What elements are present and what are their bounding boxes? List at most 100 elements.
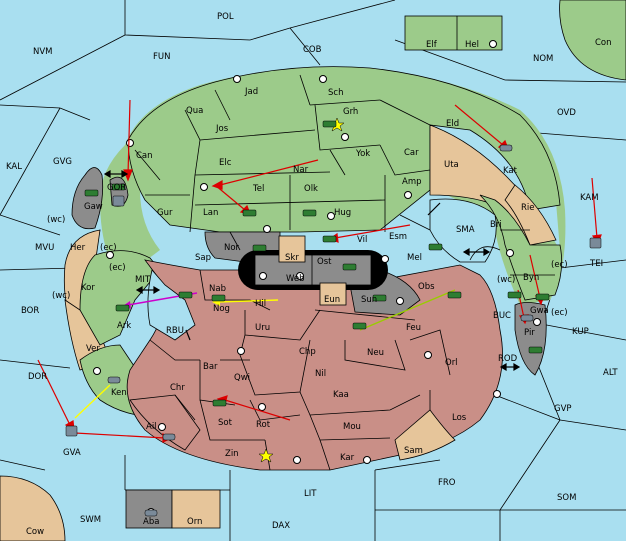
province-ark xyxy=(79,250,161,346)
sea-label: LIT xyxy=(304,489,317,499)
province-label: Car xyxy=(404,148,419,158)
coast-tag: (wc) xyxy=(52,291,70,301)
sea-label: BOR xyxy=(21,306,39,316)
province-label: Ken xyxy=(111,388,127,398)
coast-tag: (ec) xyxy=(109,263,126,273)
province-cow xyxy=(0,475,66,541)
province-eun xyxy=(319,282,347,306)
province-label: Uru xyxy=(255,323,270,333)
province-label: Jad xyxy=(244,87,258,97)
province-label: Sot xyxy=(218,418,233,428)
province-label: Vil xyxy=(357,235,367,245)
coast-tag: (ec) xyxy=(551,260,568,270)
province-label: Gaw xyxy=(84,202,103,212)
province-label: Bar xyxy=(203,362,218,372)
province-label: Skr xyxy=(285,253,299,263)
sea-label: DOR xyxy=(28,372,47,382)
sea-label: NOM xyxy=(533,54,553,64)
province-label: Kat xyxy=(503,166,518,176)
province-label: Sch xyxy=(328,88,343,98)
province-label: Ail xyxy=(146,422,157,432)
province-label: Con xyxy=(595,38,612,48)
sea-label: MVU xyxy=(35,243,54,253)
sea-label: FRO xyxy=(438,478,456,488)
province-label: Qua xyxy=(186,106,203,116)
province-label: Her xyxy=(70,243,86,253)
province-label: Qwi xyxy=(234,373,250,383)
province-label: Uta xyxy=(444,160,459,170)
island-elf-hel xyxy=(404,15,503,51)
province-label: Byn xyxy=(523,273,539,283)
province-con xyxy=(559,0,626,81)
province-label: Orn xyxy=(187,517,202,527)
sea-labels: POL NVM FUN COB NOM OVD KAL GVG MVU BOR … xyxy=(6,12,618,531)
province-label: Nab xyxy=(209,284,226,294)
province-label: Bri xyxy=(490,220,502,230)
province-orn xyxy=(171,489,221,529)
province-label: Eld xyxy=(446,119,459,129)
province-label: Neu xyxy=(367,348,384,358)
province-label: GOR xyxy=(107,183,126,193)
province-label: Rie xyxy=(521,203,535,213)
province-label: (wc) xyxy=(47,215,65,225)
province-label: Kor xyxy=(81,283,95,293)
province-label: Los xyxy=(452,413,467,423)
sea-label: GVG xyxy=(53,157,72,167)
province-label: (ec) xyxy=(100,243,117,253)
province-label: Lan xyxy=(203,208,218,218)
province-label: Nar xyxy=(293,165,309,175)
sea-label: SMA xyxy=(456,225,475,235)
coast-tag: (wc) xyxy=(497,275,515,285)
province-label: Sam xyxy=(404,446,423,456)
province-label: Eun xyxy=(324,295,340,305)
province-label: Gur xyxy=(157,208,173,218)
province-label: Cow xyxy=(26,527,44,537)
sea-label: MIT xyxy=(135,275,151,285)
province-label: Obs xyxy=(418,282,435,292)
province-gaw xyxy=(71,167,104,230)
sea-label: KAL xyxy=(6,162,22,172)
province-skr xyxy=(278,235,306,263)
province-label: Olk xyxy=(304,184,318,194)
sea-label: SOM xyxy=(557,493,576,503)
sea-label: KAM xyxy=(580,193,599,203)
sea-label: GVP xyxy=(554,404,572,414)
province-label: Sap xyxy=(195,253,211,263)
province-label: Pir xyxy=(524,328,535,338)
sea-label: SWM xyxy=(80,515,101,525)
province-label: Ver xyxy=(86,344,100,354)
province-label: Jos xyxy=(215,124,229,134)
province-label: Esm xyxy=(389,232,407,242)
province-label: Grh xyxy=(343,107,358,117)
province-label: Mel xyxy=(407,253,422,263)
sea-label: KUP xyxy=(572,327,589,337)
province-label: Ark xyxy=(117,321,131,331)
sea-label: GVA xyxy=(63,448,81,458)
province-label: Hil xyxy=(255,299,266,309)
sea-label: ALT xyxy=(603,368,618,378)
sea-label: NVM xyxy=(33,47,53,57)
province-label: Nog xyxy=(213,304,230,314)
province-label: Feu xyxy=(406,323,421,333)
province-label: Hel xyxy=(465,40,479,50)
sea-label: OVD xyxy=(557,108,576,118)
sea-label: FUN xyxy=(153,52,170,62)
sea-label: RBU xyxy=(166,326,184,336)
province-label: Kar xyxy=(340,453,355,463)
province-label: Chp xyxy=(299,347,316,357)
province-label: Hug xyxy=(334,208,351,218)
province-label: Kaa xyxy=(333,390,349,400)
province-label: Rot xyxy=(256,420,271,430)
sea-rbu xyxy=(147,269,196,341)
sea-label: POL xyxy=(217,12,234,22)
province-label: Ost xyxy=(317,257,332,267)
province-label: Orl xyxy=(445,358,458,368)
province-label: Chr xyxy=(170,383,185,393)
province-label: Gwa xyxy=(530,306,549,316)
province-label: Amp xyxy=(402,177,422,187)
province-label: Mou xyxy=(343,422,361,432)
province-label: Web xyxy=(286,274,305,284)
